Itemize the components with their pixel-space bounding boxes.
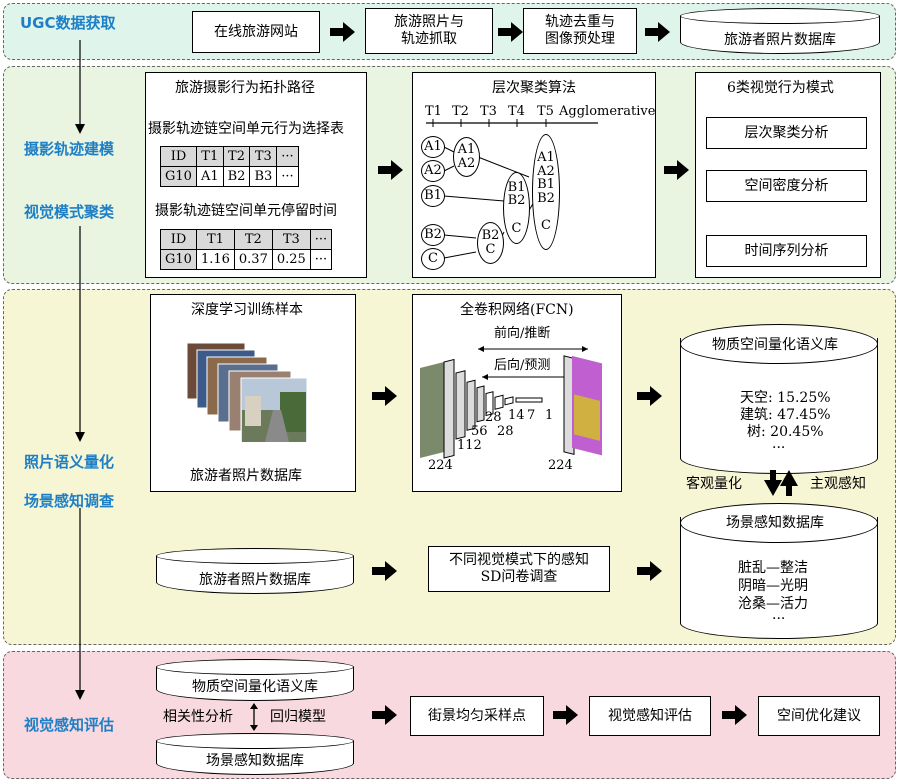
eval-db1-label: 物质空间量化语义库 bbox=[192, 679, 318, 695]
db-tourist-photos-top: 旅游者照片数据库 bbox=[680, 8, 880, 54]
step-preprocess: 轨迹去重与 图像预处理 bbox=[523, 8, 637, 54]
fcn-dim-112: 112 bbox=[457, 438, 482, 453]
step-axis bbox=[426, 119, 598, 127]
fcn-network-diagram bbox=[420, 346, 602, 459]
node-c: C bbox=[421, 248, 445, 270]
label-semantic: 照片语义量化 bbox=[24, 453, 115, 471]
step-preprocess-label: 轨迹去重与 图像预处理 bbox=[545, 14, 615, 47]
db-scene bbox=[680, 503, 878, 639]
fcn-dim-28b: 28 bbox=[497, 424, 514, 439]
step-photo-crawl-label: 旅游照片与 轨迹抓取 bbox=[394, 14, 464, 47]
semantic-tree: 树: 20.45% bbox=[747, 424, 824, 440]
label-ugc: UGC数据获取 bbox=[20, 14, 116, 32]
clustering-title: 层次聚类算法 bbox=[492, 80, 576, 96]
step-visual-eval: 视觉感知评估 bbox=[589, 696, 711, 736]
samples-title: 深度学习训练样本 bbox=[191, 302, 303, 318]
node-a1a2: A1 A2 bbox=[453, 137, 480, 177]
left-flow-arrows bbox=[75, 40, 85, 700]
updown-icon bbox=[250, 703, 258, 731]
updown-arrows-icon bbox=[764, 470, 798, 496]
step-street-sampling: 街景均匀采样点 bbox=[410, 696, 544, 736]
algo-name: Agglomerative bbox=[559, 104, 656, 119]
db-tourist-photos-survey: 旅游者照片数据库 bbox=[156, 548, 354, 594]
db-scene-eval: 场景感知数据库 bbox=[156, 733, 354, 775]
semantic-building: 建筑: 47.45% bbox=[740, 407, 831, 423]
node-b1: B1 bbox=[421, 185, 445, 207]
fcn-forward: 前向/推断 bbox=[494, 326, 551, 341]
node-b2c: B2 C bbox=[477, 222, 504, 264]
subjective-perceive: 主观感知 bbox=[810, 476, 866, 492]
table2-title: 摄影轨迹链空间单元停留时间 bbox=[155, 203, 337, 219]
label-scene-survey: 场景感知调查 bbox=[24, 492, 115, 510]
scene-dark-bright: 阴暗—光明 bbox=[738, 578, 808, 594]
survey-db-label: 旅游者照片数据库 bbox=[199, 572, 311, 588]
corr-analysis: 相关性分析 bbox=[163, 709, 233, 725]
fcn-backward: 后向/预测 bbox=[494, 358, 551, 373]
scene-db-title: 场景感知数据库 bbox=[726, 515, 824, 531]
eval-db2-label: 场景感知数据库 bbox=[206, 753, 304, 769]
label-visual-cluster: 视觉模式聚类 bbox=[24, 203, 115, 221]
fcn-dim-1: 1 bbox=[545, 408, 554, 423]
step-t2: T2 bbox=[452, 104, 469, 119]
fcn-dim-224b: 224 bbox=[548, 458, 573, 473]
scene-dirty-clean: 脏乱—整洁 bbox=[738, 560, 808, 576]
topology-title: 旅游摄影行为拓扑路径 bbox=[175, 80, 315, 96]
step-online-travel-sites: 在线旅游网站 bbox=[192, 11, 320, 53]
sd-survey: 不同视觉模式下的感知 SD问卷调查 bbox=[428, 546, 610, 592]
photo-stack-image bbox=[186, 342, 308, 443]
semantic-db-title: 物质空间量化语义库 bbox=[712, 337, 838, 353]
panel-clustering bbox=[412, 72, 656, 278]
node-a2: A2 bbox=[421, 160, 445, 182]
table1-title: 摄影轨迹链空间单元行为选择表 bbox=[148, 121, 344, 137]
fcn-title: 全卷积网络(FCN) bbox=[460, 302, 574, 318]
db-semantic-eval: 物质空间量化语义库 bbox=[156, 659, 354, 701]
db-tourist-photos-label: 旅游者照片数据库 bbox=[724, 32, 836, 48]
objective-quantify: 客观量化 bbox=[686, 476, 742, 492]
scene-old-vital: 沧桑—活力 bbox=[738, 596, 808, 612]
label-evaluation: 视觉感知评估 bbox=[24, 716, 115, 734]
label-trajectory: 摄影轨迹建模 bbox=[24, 140, 115, 158]
fcn-dim-7: 7 bbox=[527, 408, 536, 423]
step-photo-crawl: 旅游照片与 轨迹抓取 bbox=[365, 8, 493, 54]
semantic-sky: 天空: 15.25% bbox=[740, 390, 831, 406]
pattern-hierarchical: 层次聚类分析 bbox=[706, 117, 867, 149]
step-t4: T4 bbox=[508, 104, 525, 119]
fcn-dim-224a: 224 bbox=[428, 458, 453, 473]
regression-model: 回归模型 bbox=[270, 709, 326, 725]
fcn-dim-56: 56 bbox=[471, 424, 488, 439]
step-t1: T1 bbox=[425, 104, 442, 119]
step-optimization: 空间优化建议 bbox=[758, 696, 880, 736]
node-b2: B2 bbox=[421, 224, 445, 246]
step-t3: T3 bbox=[480, 104, 497, 119]
pattern-timeseries: 时间序列分析 bbox=[706, 235, 867, 267]
sd-survey-label: 不同视觉模式下的感知 SD问卷调查 bbox=[449, 552, 589, 585]
scene-more: ··· bbox=[772, 611, 786, 627]
node-a1: A1 bbox=[421, 136, 445, 158]
node-b1b2c: B1 B2 C bbox=[503, 172, 530, 244]
pattern-density: 空间密度分析 bbox=[706, 170, 867, 202]
step-t5: T5 bbox=[537, 104, 554, 119]
samples-db: 旅游者照片数据库 bbox=[190, 468, 302, 484]
db-semantic bbox=[680, 324, 878, 474]
fcn-dim-14: 14 bbox=[508, 408, 525, 423]
fcn-dim-28a: 28 bbox=[485, 410, 502, 425]
semantic-more: ··· bbox=[772, 440, 786, 456]
patterns-title: 6类视觉行为模式 bbox=[727, 80, 834, 96]
node-all: A1 A2 B1 B2 C bbox=[532, 134, 560, 250]
